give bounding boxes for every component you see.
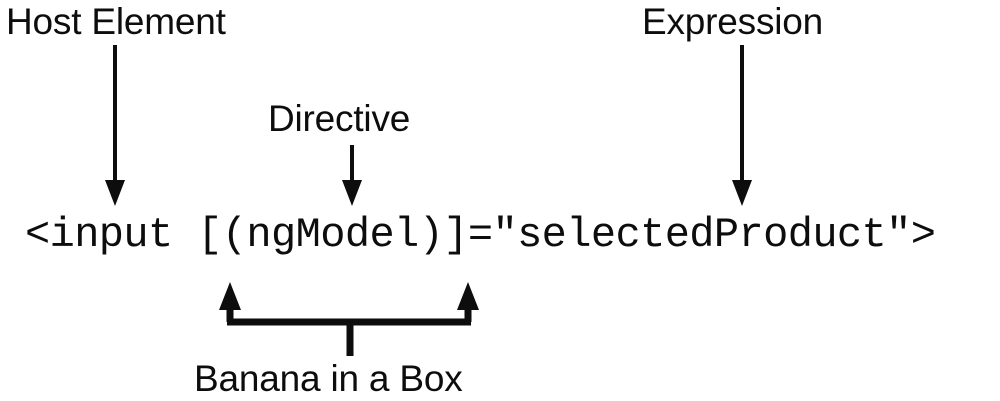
arrow-down-host-element bbox=[105, 45, 125, 206]
arrow-down-directive bbox=[342, 145, 362, 206]
label-host-element: Host Element bbox=[6, 1, 226, 42]
label-directive: Directive bbox=[268, 98, 411, 139]
label-banana-in-a-box: Banana in a Box bbox=[194, 358, 463, 399]
label-expression: Expression bbox=[642, 1, 824, 42]
arrow-down-expression bbox=[732, 45, 752, 206]
code-statement: <input [(ngModel)]="selectedProduct"> bbox=[25, 211, 936, 259]
bracket-banana-in-a-box bbox=[219, 282, 479, 356]
